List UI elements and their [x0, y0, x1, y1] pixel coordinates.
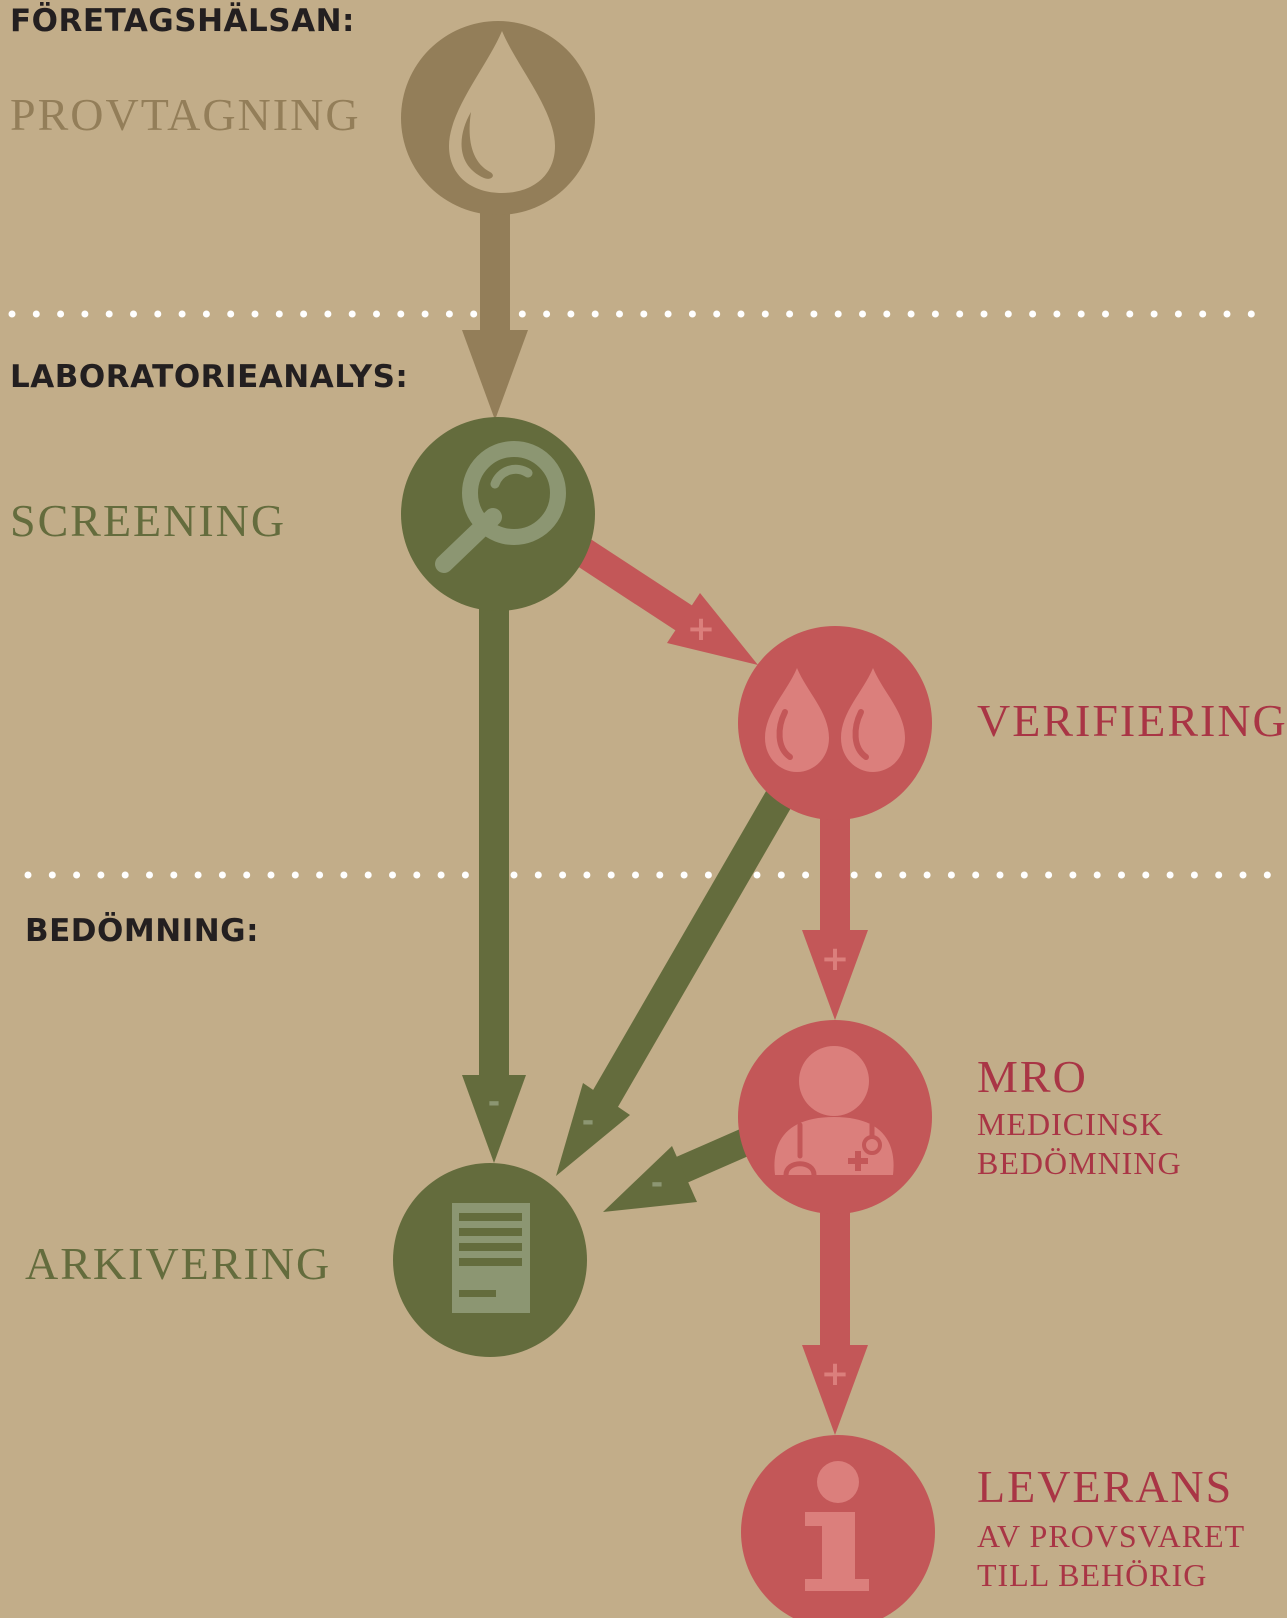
- node-sampling: [401, 21, 595, 215]
- section-heading-lab-analysis: LABORATORIEANALYS:: [10, 359, 409, 395]
- mro-title: MRO: [977, 1051, 1088, 1102]
- document-icon: [452, 1203, 530, 1313]
- sampling-title: PROVTAGNING: [10, 89, 361, 140]
- arrow-sampling-to-screening: [462, 205, 528, 420]
- arrow-screening-to-archiving: -: [462, 595, 526, 1163]
- positive-marker: +: [821, 1354, 850, 1394]
- magnifier-icon: [435, 441, 566, 573]
- screening-title: SCREENING: [10, 495, 287, 546]
- arrow-verification-to-archiving: -: [556, 782, 797, 1176]
- negative-marker: -: [651, 1166, 663, 1201]
- verification-title: VERIFIERING: [977, 695, 1287, 746]
- archiving-title: ARKIVERING: [25, 1238, 332, 1289]
- delivery-title: LEVERANS: [977, 1461, 1234, 1512]
- negative-marker: -: [582, 1104, 594, 1139]
- node-archiving: [393, 1163, 587, 1357]
- info-icon: [805, 1461, 869, 1591]
- mro-subtitle-line1: MEDICINSK: [977, 1106, 1164, 1142]
- doctor-icon: [774, 1046, 894, 1178]
- node-verification: [738, 626, 932, 820]
- delivery-subtitle-line2: TILL BEHÖRIG: [977, 1557, 1208, 1593]
- two-drops-icon: [765, 668, 905, 772]
- arrow-mro-to-delivery: +: [802, 1205, 868, 1435]
- blood-drop-icon: [449, 31, 555, 193]
- arrow-screening-to-verification: +: [571, 537, 758, 665]
- arrow-mro-to-archiving: -: [603, 1127, 756, 1212]
- mro-subtitle-line2: BEDÖMNING: [977, 1145, 1182, 1181]
- negative-marker: -: [488, 1085, 500, 1120]
- node-delivery: [741, 1435, 935, 1618]
- arrow-verification-to-mro: +: [802, 810, 868, 1020]
- delivery-subtitle-line1: AV PROVSVARET: [977, 1518, 1246, 1554]
- section-heading-assessment: BEDÖMNING:: [25, 913, 260, 949]
- positive-marker: +: [821, 939, 850, 979]
- node-screening: [401, 417, 595, 611]
- section-heading-company-health: FÖRETAGSHÄLSAN:: [10, 3, 355, 39]
- positive-marker: +: [687, 609, 716, 649]
- node-mro: [738, 1020, 932, 1214]
